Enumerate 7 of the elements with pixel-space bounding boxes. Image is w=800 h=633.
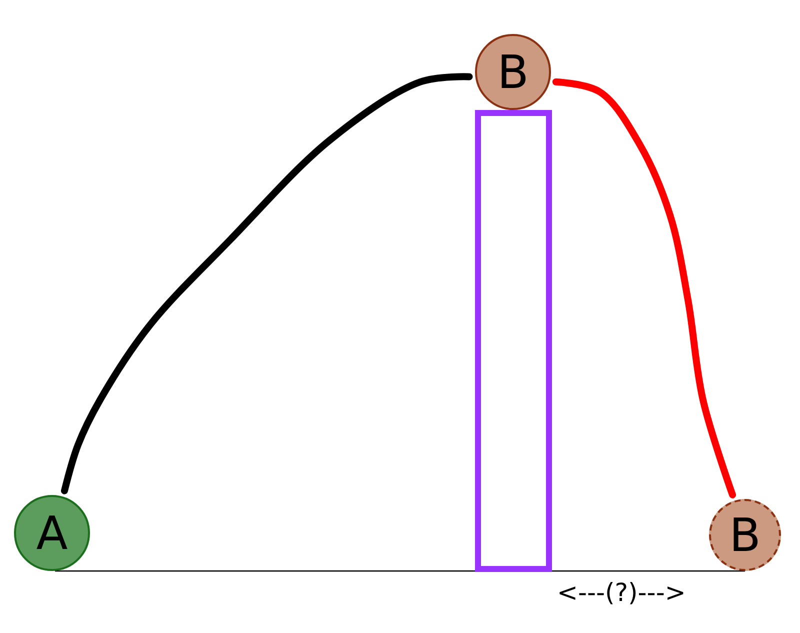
node-letter: B (729, 512, 761, 558)
node-letter: B (497, 49, 529, 95)
connector-line (552, 78, 736, 498)
node-letter: A (36, 510, 68, 556)
wall-rectangle (475, 110, 552, 572)
distance-label: <---(?)---> (557, 578, 686, 607)
connector-line (60, 73, 473, 494)
